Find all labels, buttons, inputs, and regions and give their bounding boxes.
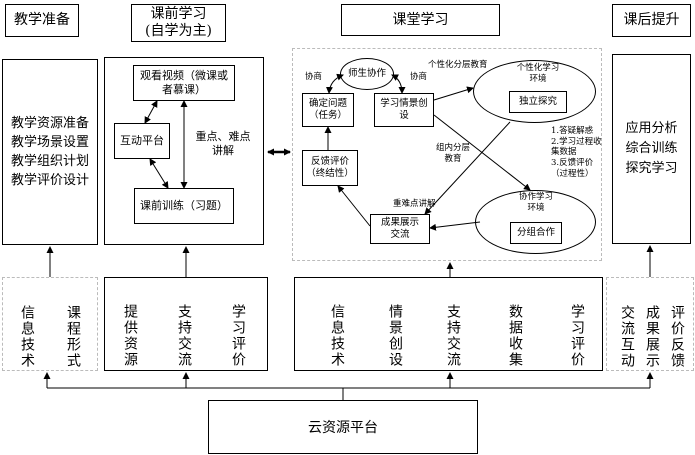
personal-level-label: 个性化分层教育 bbox=[428, 60, 488, 70]
define-problem-label: 确定问题（任务） bbox=[308, 98, 347, 121]
teacher-student-label: 师生协作 bbox=[347, 68, 386, 80]
header-pre-class-label: 课前学习 bbox=[150, 6, 207, 23]
feedback-box: 反馈评价（终结性） bbox=[302, 150, 358, 186]
negotiate-label-1: 协商 bbox=[305, 72, 323, 82]
personal-env-label: 个性化学习环境 bbox=[516, 63, 560, 84]
header-teaching-prep: 教学准备 bbox=[5, 4, 79, 37]
header-pre-class: 课前学习 (自学为主) bbox=[131, 4, 226, 42]
post-class-text: 应用分析综合训练探究学习 bbox=[625, 121, 678, 176]
group-label: 分组合作 bbox=[516, 227, 555, 239]
bottom-group-2: 提供资源 支持交流 学习评价 bbox=[104, 277, 268, 371]
bottom-4-col-2: 成果展示 bbox=[644, 305, 660, 369]
header-teaching-prep-label: 教学准备 bbox=[14, 12, 70, 29]
bottom-2-col-2: 支持交流 bbox=[176, 304, 192, 368]
bottom-group-3: 信息技术 情景创设 支持交流 数据收集 学习评价 bbox=[294, 277, 603, 371]
bottom-4-col-3: 评价反馈 bbox=[669, 305, 685, 369]
independent-label: 独立探究 bbox=[518, 96, 557, 108]
group-box: 分组合作 bbox=[510, 222, 562, 244]
pre-training-box: 课前训练（习题） bbox=[134, 188, 234, 224]
bottom-group-4: 交流互动 成果展示 评价反馈 bbox=[606, 277, 694, 371]
watch-video-box: 观看视频（微课或者慕课） bbox=[133, 65, 235, 101]
region-bottom-4 bbox=[606, 277, 694, 371]
interactive-platform-label: 互动平台 bbox=[120, 134, 164, 148]
feedback-label: 反馈评价（终结性） bbox=[306, 156, 354, 179]
bottom-2-col-3: 学习评价 bbox=[230, 304, 246, 368]
bottom-3-col-3: 支持交流 bbox=[445, 304, 461, 368]
process-notes: 1.答疑解惑 2.学习过程收集数据 3.反馈评价（过程性） bbox=[551, 126, 602, 179]
bottom-3-col-2: 情景创设 bbox=[387, 304, 403, 368]
header-in-class: 课堂学习 bbox=[341, 4, 500, 36]
negotiate-label-2: 协商 bbox=[410, 72, 428, 82]
coop-env-label: 协作学习环境 bbox=[518, 192, 553, 213]
region-in-class bbox=[292, 48, 602, 261]
bottom-1-col-2: 课程形式 bbox=[65, 305, 81, 369]
bottom-3-col-5: 学习评价 bbox=[569, 304, 585, 368]
watch-video-label: 观看视频（微课或者慕课） bbox=[140, 69, 228, 96]
pre-training-label: 课前训练（习题） bbox=[140, 199, 228, 213]
bottom-1-col-1: 信息技术 bbox=[19, 305, 35, 369]
prep-box: 教学资源准备教学场景设置教学组织计划教学评价设计 bbox=[2, 59, 98, 245]
header-post-class-label: 课后提升 bbox=[623, 12, 680, 29]
bottom-2-col-1: 提供资源 bbox=[122, 304, 138, 368]
independent-box: 独立探究 bbox=[509, 91, 567, 113]
cloud-platform-label: 云资源平台 bbox=[308, 420, 378, 436]
group-level-label: 组内分层教育 bbox=[435, 143, 470, 164]
situation-label: 学习情景创设 bbox=[380, 98, 428, 121]
define-problem-box: 确定问题（任务） bbox=[302, 93, 354, 127]
prep-text: 教学资源准备教学场景设置教学组织计划教学评价设计 bbox=[10, 116, 89, 188]
region-bottom-1 bbox=[2, 277, 98, 371]
header-pre-class-sub: (自学为主) bbox=[145, 23, 212, 39]
show-label: 成果展示交流 bbox=[380, 217, 419, 240]
cloud-platform-box: 云资源平台 bbox=[208, 400, 478, 454]
show-box: 成果展示交流 bbox=[370, 214, 430, 244]
header-in-class-label: 课堂学习 bbox=[392, 11, 449, 28]
interactive-platform-box: 互动平台 bbox=[114, 123, 170, 159]
header-post-class: 课后提升 bbox=[612, 4, 691, 37]
bottom-4-col-1: 交流互动 bbox=[619, 305, 635, 369]
situation-box: 学习情景创设 bbox=[374, 93, 434, 127]
key-points-label: 重点、难点讲解 bbox=[195, 130, 251, 157]
key-explain-label: 重难点讲解 bbox=[393, 199, 436, 209]
bottom-3-col-1: 信息技术 bbox=[329, 304, 345, 368]
bottom-group-1: 信息技术 课程形式 bbox=[2, 277, 98, 371]
teacher-student-ellipse: 师生协作 bbox=[340, 58, 394, 90]
post-class-box: 应用分析综合训练探究学习 bbox=[612, 54, 691, 244]
bottom-3-col-4: 数据收集 bbox=[507, 304, 523, 368]
